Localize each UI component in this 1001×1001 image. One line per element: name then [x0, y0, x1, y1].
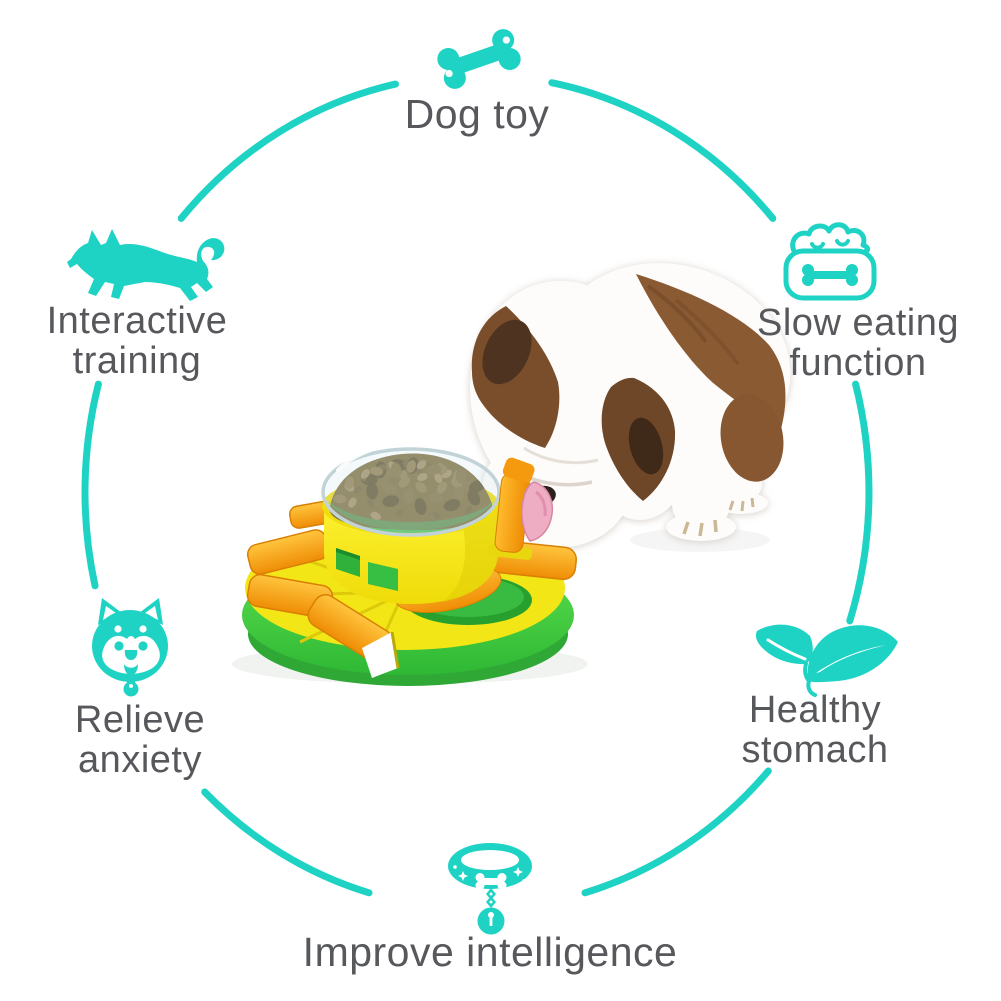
kibble-piece	[468, 479, 485, 493]
kibble-piece	[370, 466, 384, 476]
kibble-piece	[414, 498, 427, 515]
food-bowl-icon	[783, 222, 877, 301]
label-line: Dog toy	[404, 91, 550, 137]
kibble-piece	[453, 486, 465, 502]
ring-arc	[177, 80, 399, 222]
bone-icon	[437, 29, 521, 89]
label-line: Slow eating	[757, 302, 959, 344]
kibble-piece	[406, 460, 416, 473]
running-dog-icon	[67, 229, 225, 301]
label-interactive-training: Interactive training	[0, 301, 337, 381]
kibble-piece	[345, 476, 354, 490]
label-line: function	[789, 342, 927, 384]
label-line: anxiety	[78, 739, 202, 781]
kibble-piece	[395, 509, 404, 517]
label-line: Healthy	[748, 689, 882, 731]
kibble-piece	[426, 464, 442, 475]
kibble-piece	[416, 460, 427, 470]
ring-arc	[81, 380, 102, 590]
shiba-face-icon	[92, 598, 168, 697]
kibble-piece	[428, 492, 444, 503]
kibble-piece	[333, 494, 347, 504]
kibble-piece	[417, 473, 428, 482]
feature-icons	[67, 29, 898, 935]
kibble-piece	[391, 462, 402, 478]
ring-arc	[201, 788, 373, 897]
kibble-piece	[467, 489, 481, 506]
label-line: Improve intelligence	[302, 929, 678, 975]
raised-flap	[488, 457, 535, 560]
label-line: training	[72, 340, 202, 382]
kibble-piece	[436, 481, 448, 494]
kibble-piece	[353, 486, 362, 494]
ring-arc	[846, 380, 873, 625]
label-line: stomach	[741, 729, 889, 771]
kibble-piece	[443, 498, 461, 512]
kibble-piece	[360, 469, 370, 479]
kibble-piece	[432, 511, 441, 520]
kibble-piece	[366, 482, 378, 500]
kibble-texture	[333, 457, 485, 520]
kibble-piece	[455, 468, 467, 484]
label-relieve-anxiety: Relieve anxiety	[0, 700, 340, 780]
leaves-icon	[755, 624, 898, 697]
tower-windows	[336, 548, 398, 591]
label-dog-toy: Dog toy	[227, 92, 727, 136]
label-slow-eating-function: Slow eating function	[658, 303, 1001, 383]
ring-arc	[548, 79, 777, 222]
dog-photo	[469, 263, 791, 552]
label-line: Interactive	[46, 300, 228, 342]
kibble-piece	[382, 495, 400, 508]
kibble-piece	[465, 506, 473, 515]
collar-icon	[448, 843, 532, 935]
kibble-piece	[348, 497, 357, 508]
kibble-piece	[415, 481, 427, 493]
kibble-piece	[370, 511, 382, 520]
ring-arc	[581, 767, 772, 897]
kibble-piece	[398, 476, 411, 488]
label-line: Relieve	[74, 699, 206, 741]
kibble-piece	[434, 472, 443, 484]
kibble-piece	[366, 499, 375, 508]
dog-tongue	[521, 481, 554, 542]
kibble-piece	[403, 488, 415, 504]
puzzle-feeder	[232, 441, 588, 686]
kibble-piece	[381, 482, 397, 495]
label-healthy-stomach: Healthy stomach	[615, 690, 1001, 770]
feature-ring	[81, 79, 873, 897]
label-improve-intelligence: Improve intelligence	[190, 930, 790, 974]
